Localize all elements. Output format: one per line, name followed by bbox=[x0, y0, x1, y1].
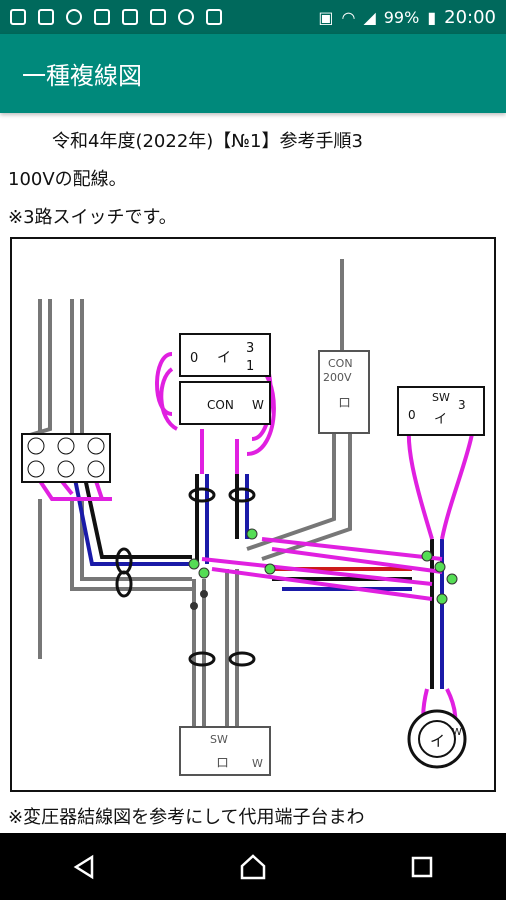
clock: 20:00 bbox=[444, 6, 496, 28]
clipboard-icon bbox=[94, 9, 110, 25]
back-icon bbox=[73, 854, 94, 879]
cable-mid-1 bbox=[70, 499, 192, 591]
battery-percent: 99% bbox=[383, 7, 420, 27]
svg-text:3: 3 bbox=[458, 398, 466, 412]
heading-text: 令和4年度(2022年)【№1】参考手順3 bbox=[52, 131, 363, 152]
svg-text:イ: イ bbox=[217, 350, 231, 366]
image-icon bbox=[122, 9, 138, 25]
svg-text:1: 1 bbox=[246, 359, 254, 374]
wiring-diagram: 0 イ 3 1 CON W CON 200V ロ SW 0 イ 3 SW ロ W bbox=[10, 237, 496, 792]
svg-text:200V: 200V bbox=[323, 371, 352, 384]
wiring-svg: 0 イ 3 1 CON W CON 200V ロ SW 0 イ 3 SW ロ W bbox=[21, 259, 485, 776]
media-icon bbox=[206, 9, 222, 25]
status-bar: ▣ ◠ ◢ 99% ▮ 20:00 bbox=[0, 0, 506, 34]
svg-text:SW: SW bbox=[432, 391, 450, 404]
bulb-icon bbox=[178, 9, 194, 25]
messages-icon bbox=[10, 9, 26, 25]
svg-text:W: W bbox=[252, 757, 263, 770]
switch-box-1 bbox=[179, 333, 271, 425]
home-icon bbox=[240, 853, 266, 879]
contacts-icon bbox=[38, 9, 54, 25]
svg-text:3: 3 bbox=[246, 341, 254, 356]
recents-button[interactable] bbox=[392, 842, 452, 892]
battery-icon: ▮ bbox=[427, 7, 437, 27]
signal-icon: ◢ bbox=[363, 7, 376, 27]
recents-icon bbox=[411, 856, 432, 877]
cable-mid-2 bbox=[80, 499, 192, 581]
svg-text:ロ: ロ bbox=[338, 396, 351, 411]
info-icon bbox=[66, 9, 82, 25]
page-title: 一種複線図 bbox=[22, 62, 142, 90]
body-text-3: ※変圧器結線図を参考にして代用端子台まわ bbox=[8, 807, 365, 828]
svg-text:CON: CON bbox=[207, 398, 234, 412]
app-bar: 一種複線図 bbox=[0, 34, 506, 113]
back-button[interactable] bbox=[54, 842, 114, 892]
body-text-2: ※3路スイッチです。 bbox=[8, 207, 177, 228]
svg-text:W: W bbox=[452, 727, 462, 738]
phone-icon bbox=[150, 9, 166, 25]
cable-con-2 bbox=[261, 429, 352, 561]
home-button[interactable] bbox=[223, 842, 283, 892]
svg-text:W: W bbox=[252, 398, 264, 412]
svg-text:0: 0 bbox=[190, 351, 198, 366]
svg-text:0: 0 bbox=[408, 408, 416, 422]
body-text-1: 100Vの配線。 bbox=[8, 169, 127, 190]
wifi-icon: ◠ bbox=[341, 7, 356, 27]
svg-text:イ: イ bbox=[430, 732, 445, 750]
svg-text:ロ: ロ bbox=[216, 756, 229, 771]
terminal-block bbox=[21, 433, 111, 483]
navigation-bar bbox=[0, 833, 506, 900]
svg-text:イ: イ bbox=[434, 412, 447, 427]
svg-text:SW: SW bbox=[210, 733, 228, 746]
nfc-icon: ▣ bbox=[318, 7, 334, 27]
svg-text:CON: CON bbox=[328, 357, 353, 370]
content-area[interactable]: 令和4年度(2022年)【№1】参考手順3 100Vの配線。 ※3路スイッチです… bbox=[0, 113, 506, 833]
